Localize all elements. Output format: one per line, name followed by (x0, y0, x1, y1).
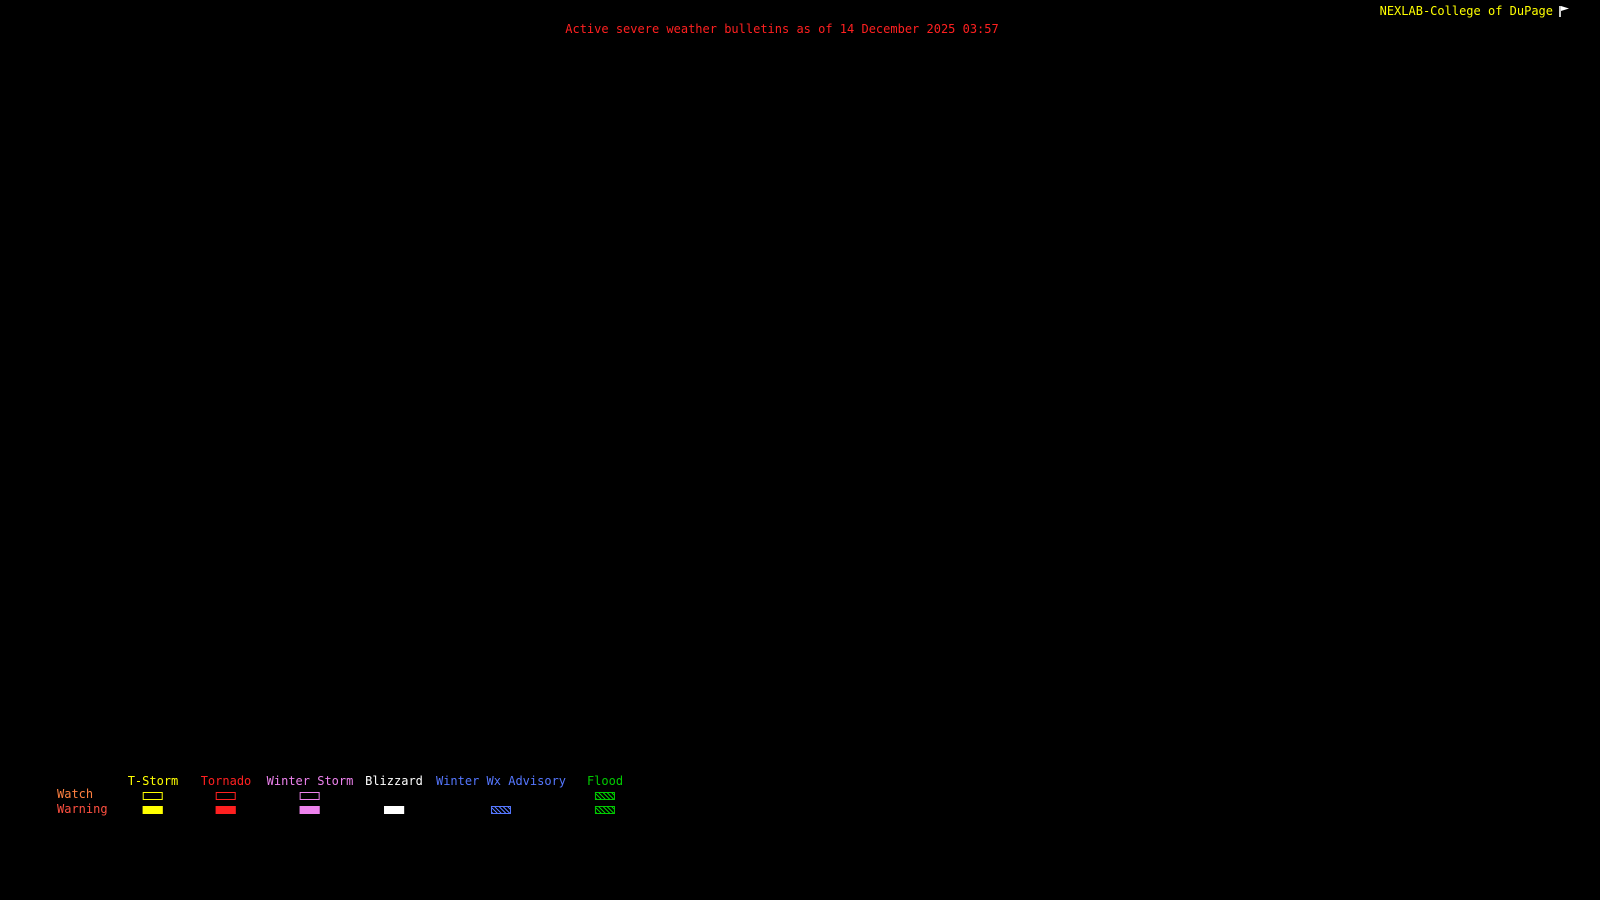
legend-watch-slot (436, 789, 566, 803)
legend: Watch Warning T-Storm Tornado Winter Storm… (0, 775, 720, 823)
legend-category-tornado: Tornado (200, 774, 252, 817)
legend-category-label: Winter Wx Advisory (435, 774, 567, 788)
legend-warning-slot (365, 803, 423, 817)
legend-watch-slot (587, 789, 623, 803)
legend-warning-row-label: Warning (57, 802, 108, 816)
legend-watch-slot (365, 789, 423, 803)
legend-watch-swatch (215, 792, 236, 800)
legend-watch-swatch (142, 792, 163, 800)
legend-warning-slot (587, 803, 623, 817)
legend-warning-swatch (595, 806, 615, 814)
legend-category-label: Blizzard (365, 774, 423, 788)
legend-warning-swatch (142, 806, 163, 814)
legend-category-flood: Flood (587, 775, 623, 817)
nexlab-logo-icon (1558, 5, 1570, 18)
legend-category-label: Flood (586, 774, 624, 788)
legend-category-t-storm: T-Storm (127, 774, 179, 817)
brand-bar: NEXLAB-College of DuPage (1380, 4, 1570, 18)
legend-watch-swatch (595, 792, 615, 800)
legend-warning-swatch (215, 806, 236, 814)
brand-text: NEXLAB-College of DuPage (1379, 4, 1553, 18)
legend-category-winter-storm: Winter Storm (266, 774, 354, 817)
legend-warning-slot (267, 803, 354, 817)
legend-category-label: Tornado (200, 774, 252, 788)
legend-warning-swatch (299, 806, 320, 814)
legend-warning-swatch (490, 806, 511, 814)
legend-warning-slot (436, 803, 566, 817)
legend-watch-slot (267, 789, 354, 803)
legend-category-label: T-Storm (127, 774, 179, 788)
legend-watch-swatch (299, 792, 320, 800)
legend-category-label: Winter Storm (266, 774, 354, 788)
legend-watch-slot (201, 789, 252, 803)
legend-warning-slot (201, 803, 252, 817)
legend-watch-slot (128, 789, 179, 803)
legend-warning-swatch (383, 806, 404, 814)
legend-watch-row-label: Watch (57, 787, 94, 801)
legend-category-winter-wx-advisory: Winter Wx Advisory (436, 775, 566, 817)
legend-warning-slot (128, 803, 179, 817)
page-title: Active severe weather bulletins as of 14… (565, 22, 999, 36)
legend-category-blizzard: Blizzard (365, 775, 423, 817)
